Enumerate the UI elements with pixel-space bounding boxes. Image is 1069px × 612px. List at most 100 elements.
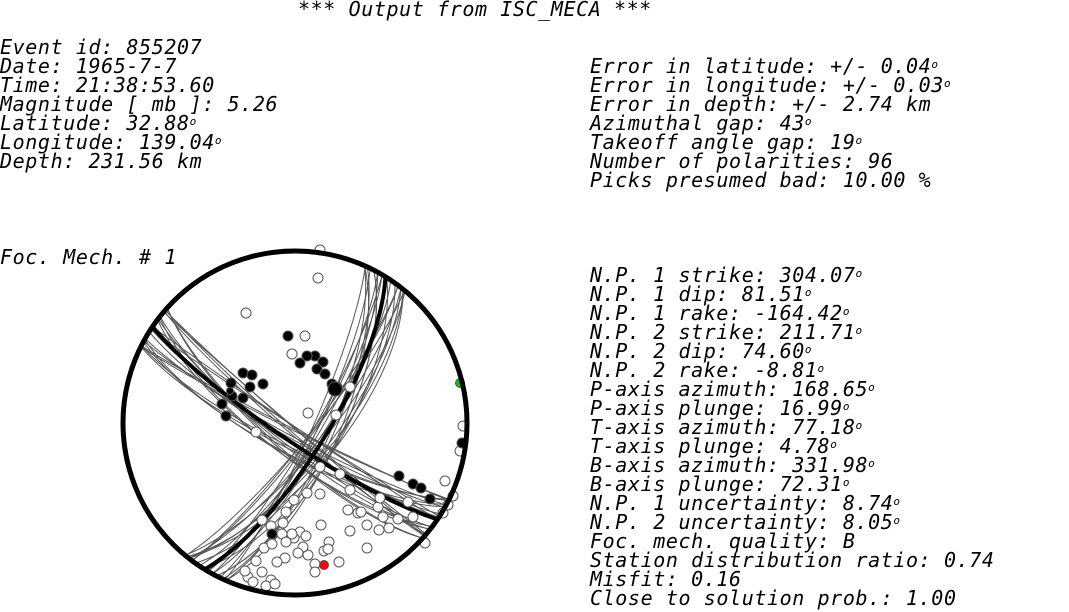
mechanism-param-line: Station distribution ratio: 0.74	[590, 548, 995, 572]
mechanism-param-line: N.P. 2 strike: 211.71o	[590, 320, 863, 344]
station-dilatation	[256, 514, 268, 526]
station-compression	[311, 363, 323, 375]
quality-line: Error in depth: +/- 2.74 km	[590, 92, 932, 116]
mechanism-param-line: N.P. 1 rake: -164.42o	[590, 301, 851, 325]
station-dilatation	[292, 547, 304, 559]
station-compression	[327, 381, 343, 397]
alt-plane-1	[163, 311, 427, 535]
mechanism-param-line: B-axis plunge: 72.31o	[590, 472, 851, 496]
station-dilatation	[315, 519, 327, 531]
station-compression	[216, 398, 228, 410]
station-dilatation	[302, 407, 314, 419]
station-compression	[282, 330, 294, 342]
station-dilatation	[280, 506, 292, 518]
alt-plane-1	[166, 307, 423, 539]
station-dilatation	[240, 307, 252, 319]
alt-plane-1	[164, 309, 426, 537]
station-compression	[393, 470, 405, 482]
station-compression	[257, 378, 269, 390]
mechanism-param-line: N.P. 2 rake: -8.81o	[590, 358, 825, 382]
mechanism-param-line: N.P. 1 uncertainty: 8.74o	[590, 491, 901, 515]
mechanism-param-line: Foc. mech. quality: B	[590, 529, 856, 553]
event-info-line: Date: 1965-7-7	[0, 54, 177, 78]
stereonet-circle	[120, 248, 470, 598]
station-dilatation	[286, 348, 298, 360]
station-dilatation	[301, 487, 313, 499]
alt-plane-1	[141, 345, 449, 501]
alt-plane-2	[188, 287, 402, 559]
alt-plane-1	[143, 340, 447, 506]
station-dilatation	[344, 525, 356, 537]
quality-line: Error in longitude: +/- 0.03o	[590, 73, 952, 97]
page-title: *** Output from ISC_MECA ***	[298, 0, 652, 21]
station-dilatation	[256, 566, 268, 578]
station-dilatation	[402, 496, 414, 508]
alt-plane-2	[186, 289, 404, 558]
station-dilatation	[300, 530, 312, 542]
station-dilatation	[250, 555, 262, 567]
station-dilatation	[407, 511, 419, 523]
mechanism-param-line: N.P. 2 dip: 74.60o	[590, 339, 813, 363]
station-compression	[244, 381, 256, 393]
mechanism-param-line: P-axis azimuth: 168.65o	[590, 377, 876, 401]
station-dilatation	[239, 565, 251, 577]
station-compression	[237, 392, 249, 404]
event-info-line: Magnitude [ mb ]: 5.26	[0, 92, 279, 116]
station-dilatation	[439, 475, 451, 487]
mechanism-param-line: T-axis plunge: 4.78o	[590, 434, 838, 458]
alt-plane-1	[157, 319, 433, 527]
station-compression	[301, 350, 313, 362]
alt-plane-1	[143, 341, 447, 505]
mechanism-param-line: T-axis azimuth: 77.18o	[590, 415, 863, 439]
station-dilatation	[280, 536, 292, 548]
station-compression	[226, 387, 234, 395]
station-dilatation	[344, 381, 356, 393]
station-dilatation	[383, 522, 395, 534]
station-dilatation	[374, 492, 386, 504]
beachball-plot	[120, 244, 470, 598]
nodal-plane-1	[150, 325, 439, 522]
mechanism-param-line: N.P. 2 uncertainty: 8.05o	[590, 510, 901, 534]
alt-plane-1	[166, 307, 423, 539]
mechanism-param-line: Close to solution prob.: 1.00	[590, 586, 957, 610]
station-dilatation	[314, 488, 326, 500]
station-compression	[317, 356, 329, 368]
station-compression	[424, 493, 436, 505]
mechanism-param-line: N.P. 1 strike: 304.07o	[590, 263, 863, 287]
station-dilatation	[373, 524, 385, 536]
station-compression	[237, 367, 249, 379]
station-compression	[246, 369, 258, 381]
quality-line: Azimuthal gap: 43o	[590, 111, 813, 135]
alt-plane-2	[191, 285, 399, 562]
quality-line: Error in latitude: +/- 0.04o	[590, 54, 939, 78]
station-dilatation	[361, 519, 373, 531]
station-compression	[319, 368, 331, 380]
station-dilatation	[309, 566, 321, 578]
mechanism-param-line: N.P. 1 dip: 81.51o	[590, 282, 813, 306]
station-dilatation	[314, 461, 326, 473]
station-dilatation	[392, 513, 404, 525]
alt-plane-2	[188, 287, 402, 559]
event-info-line: Event id: 855207	[0, 35, 203, 59]
station-dilatation	[342, 504, 354, 516]
quality-line: Number of polarities: 96	[590, 149, 894, 173]
station-dilatation	[344, 484, 356, 496]
quality-line: Picks presumed bad: 10.00 %	[590, 168, 932, 192]
p-axis-marker	[319, 560, 329, 570]
mechanism-param-line: P-axis plunge: 16.99o	[590, 396, 851, 420]
station-compression	[294, 357, 306, 369]
station-dilatation	[330, 409, 342, 421]
event-info-line: Latitude: 32.88o	[0, 111, 197, 135]
station-compression	[415, 482, 427, 494]
mechanism-param-line: Misfit: 0.16	[590, 567, 742, 591]
station-dilatation	[299, 330, 311, 342]
alt-plane-1	[144, 338, 446, 508]
alt-plane-1	[140, 346, 450, 500]
station-dilatation	[377, 511, 389, 523]
station-dilatation	[312, 272, 324, 284]
station-dilatation	[372, 501, 384, 513]
